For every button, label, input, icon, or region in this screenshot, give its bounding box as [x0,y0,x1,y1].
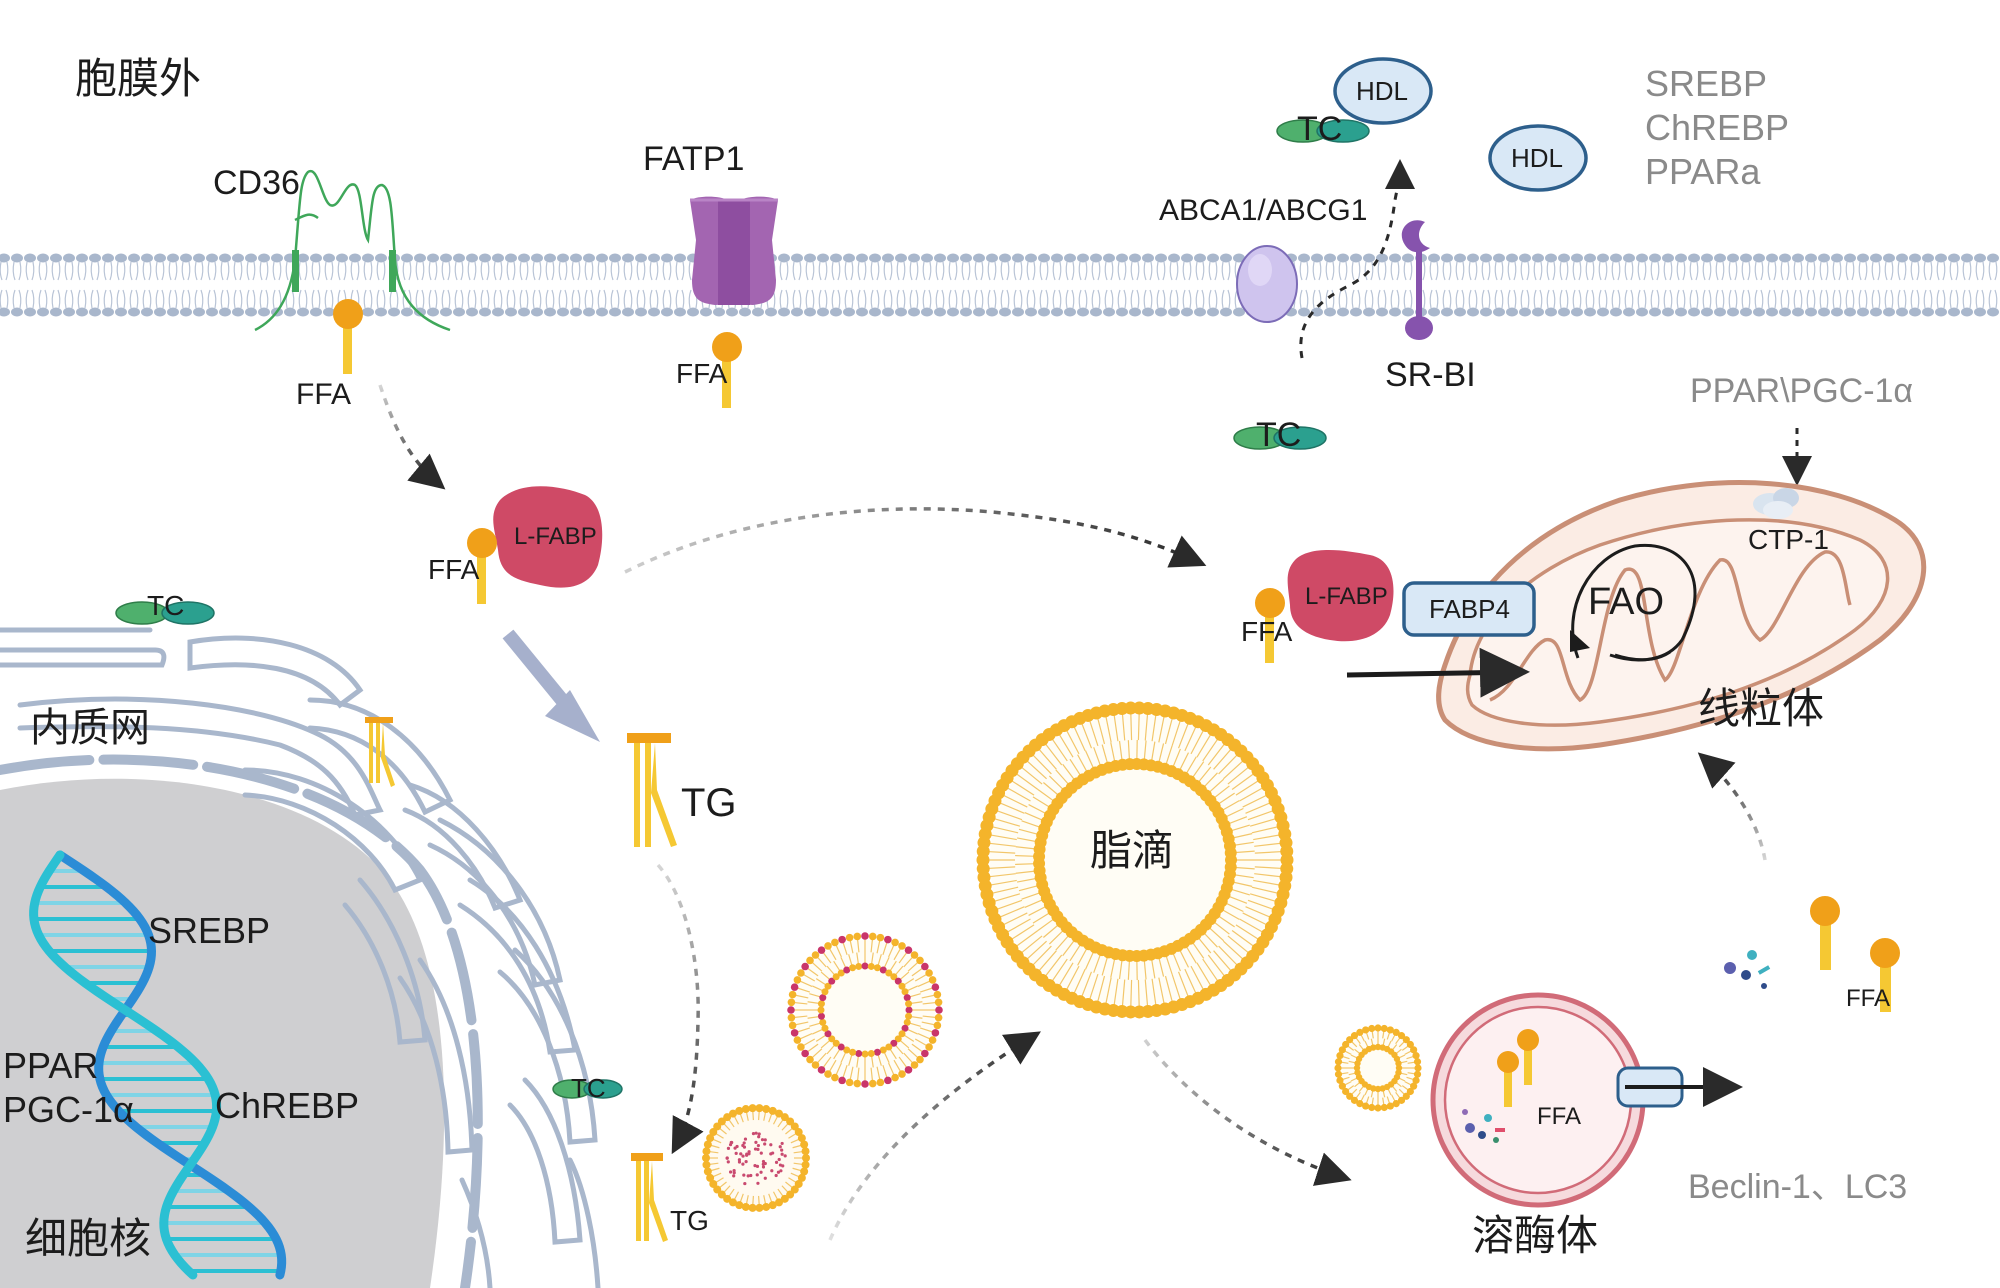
vldl-vesicle [702,1104,810,1212]
autophagy-markers-label: Beclin-1、LC3 [1688,1170,1907,1204]
uptake-arrow [380,385,440,485]
tg-arrow [658,865,698,1148]
nucleus-label: 细胞核 [25,1218,151,1260]
autophagosome-vesicle [1334,1024,1421,1111]
degraded-fragments [1724,950,1770,989]
ffa-label: FFA [676,360,727,388]
regulator-chrebp: ChREBP [1645,106,1789,150]
abca1-abcg1-transporter [1237,246,1297,322]
tg-molecule [631,1153,668,1242]
l-fabp-label: L-FABP [514,525,597,549]
extracellular-label: 胞膜外 [75,58,201,100]
ppar-pgc1a-label: PPAR\PGC-1α [1690,374,1913,408]
ffa-label: FFA [1846,987,1890,1011]
srbi-receptor [1402,220,1433,340]
tg-label: TG [681,783,737,823]
ffa-label: FFA [1537,1105,1581,1129]
lysosome [1433,995,1643,1205]
abca1-abcg1-label: ABCA1/ABCG1 [1159,196,1367,226]
tg-molecule [627,733,677,847]
ffa-label: FFA [296,380,351,410]
fao-input-arrow [1347,672,1520,675]
fatp1-label: FATP1 [643,142,744,176]
ffa-molecule [333,299,363,374]
tg-label: TG [670,1207,709,1235]
fabp4-label: FABP4 [1429,596,1510,622]
transcription-factors-list: SREBP ChREBP PPARa [1645,62,1789,194]
transport-arrow [625,509,1200,572]
hdl-label: HDL [1356,78,1408,104]
srebp-gene-label: SREBP [148,913,270,949]
fao-label: FAO [1588,583,1664,621]
tc-label: TC [147,592,184,620]
cell-membrane [0,254,1999,317]
lysosome-label: 溶酶体 [1472,1215,1598,1257]
ffa-label: FFA [428,556,479,584]
chrebp-gene-label: ChREBP [215,1088,359,1124]
er-label: 内质网 [30,708,150,748]
regulator-srebp: SREBP [1645,62,1789,106]
cd36-label: CD36 [213,166,300,200]
l-fabp-label: L-FABP [1305,585,1388,609]
fatp1-transporter [690,197,778,305]
tc-label: TC [571,1075,606,1101]
lipid-droplet-label: 脂滴 [1090,830,1174,872]
mitochondrion-label: 线粒体 [1698,688,1824,730]
hdl-label: HDL [1511,145,1563,171]
ppar-gene-label: PPAR [3,1048,98,1084]
ffa-label: FFA [1241,618,1292,646]
lipophagy-arrow [1145,1040,1345,1178]
srbi-label: SR-BI [1385,358,1476,392]
pgc1a-gene-label: PGC-1α [3,1092,134,1128]
tc-label: TC [1256,418,1301,452]
ctp1-label: CTP-1 [1748,526,1829,554]
synthesis-arrow [508,634,600,742]
ffa-molecule [1810,896,1840,970]
regulator-ppara: PPARa [1645,150,1789,194]
ffa-to-mito-arrow [1703,757,1765,860]
lipoprotein-vesicle [787,932,943,1088]
tc-label: TC [1297,112,1342,146]
